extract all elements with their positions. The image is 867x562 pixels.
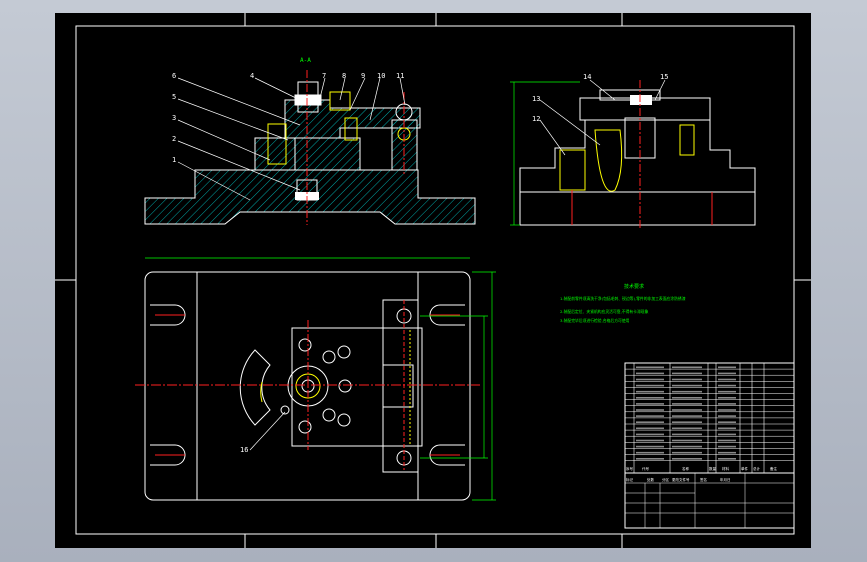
notes-line-2: 2.装配后定位、夹紧机构应灵活可靠,不得有卡滞现象 <box>560 309 649 314</box>
parts-header-remark: 备注 <box>770 466 778 471</box>
title-footer-sign: 签名 <box>700 477 707 482</box>
parts-list-cell-text <box>672 439 702 442</box>
parts-list-cell-text <box>718 439 736 442</box>
parts-list-cell-text <box>672 409 702 411</box>
front-label-3: 3 <box>172 114 176 122</box>
parts-list-cell-text <box>636 427 664 430</box>
front-label-8: 8 <box>342 72 346 80</box>
front-section-view: A-A <box>144 57 476 225</box>
parts-list-cell-text <box>672 415 702 417</box>
parts-list-cell-text <box>718 427 736 430</box>
parts-list-cell-text <box>718 384 736 387</box>
front-label-4: 4 <box>250 72 254 80</box>
title-footer-mark: 标记 <box>626 477 634 482</box>
parts-list-cell-text <box>672 458 702 460</box>
parts-list-cell-text <box>636 366 664 369</box>
parts-list-cell-text <box>672 445 702 448</box>
parts-list-cell-text <box>718 372 736 375</box>
parts-list-cell-text <box>718 366 736 369</box>
parts-list-cell-text <box>636 390 664 393</box>
front-label-7: 7 <box>322 72 326 80</box>
parts-header-total: 总计 <box>753 466 761 471</box>
front-label-5: 5 <box>172 93 176 101</box>
title-footer-count: 处数 <box>647 477 655 482</box>
parts-list-cell-text <box>718 409 736 411</box>
parts-list-cell-text <box>672 403 702 405</box>
parts-list-cell-text <box>672 366 702 369</box>
parts-list-cell-text <box>636 433 664 436</box>
title-footer-zone: 分区 <box>662 477 670 482</box>
front-label-9: 9 <box>361 72 365 80</box>
parts-list-cell-text <box>672 378 702 381</box>
front-label-10: 10 <box>377 72 385 80</box>
locating-pin-part <box>267 123 287 165</box>
parts-list-cell-text <box>636 451 664 454</box>
title-block <box>624 472 795 529</box>
top-clamp-block <box>291 327 423 447</box>
parts-header-name: 名称 <box>682 466 690 471</box>
side-body-outline <box>519 119 756 226</box>
side-label-14: 14 <box>583 73 591 81</box>
top-base-outline <box>144 271 471 501</box>
front-view-title: A-A <box>300 57 311 64</box>
side-label-15: 15 <box>660 73 668 81</box>
front-label-11: 11 <box>396 72 404 80</box>
parts-list-cell-text <box>636 409 664 411</box>
parts-list-cell-text <box>672 384 702 387</box>
parts-list-cell-text <box>636 458 664 460</box>
parts-list-cell-text <box>718 451 736 454</box>
notes-line-3: 3.装配完毕后须进行检验,合格后方可使用 <box>560 318 630 323</box>
parts-list-cell-text <box>672 421 702 423</box>
parts-list-cell-text <box>718 397 736 399</box>
parts-list-cell-text <box>672 390 702 393</box>
front-label-6: 6 <box>172 72 176 80</box>
side-view: 14 15 13 12 <box>510 73 756 230</box>
parts-list-cell-text <box>718 421 736 423</box>
parts-list-cell-text <box>636 403 664 405</box>
parts-header-unit: 单件 <box>741 466 749 471</box>
frame-ticks <box>55 13 811 548</box>
parts-list-cell-text <box>718 445 736 448</box>
parts-list-cell-text <box>636 384 664 387</box>
top-view: 16 <box>135 257 496 501</box>
front-label-2: 2 <box>172 135 176 143</box>
parts-header-material: 材料 <box>722 466 730 471</box>
side-label-12: 12 <box>532 115 540 123</box>
parts-list-cell-text <box>636 439 664 442</box>
parts-list-cell-text <box>718 433 736 436</box>
top-label-16: 16 <box>240 446 248 454</box>
parts-header-qty: 数量 <box>709 466 717 471</box>
parts-list-cell-text <box>718 390 736 393</box>
parts-list-cell-text <box>718 403 736 405</box>
parts-list-cell-text <box>718 415 736 417</box>
parts-list-table: 序号 代号 名称 数量 材料 单件 总计 备注 标记 处数 分区 更改文件号 签… <box>624 362 795 529</box>
parts-list-cell-text <box>672 451 702 454</box>
title-footer-date: 年月日 <box>720 477 731 482</box>
drawing-sheet <box>55 13 811 548</box>
parts-list-cell-text <box>636 421 664 423</box>
notes-title: 技术要求 <box>624 283 644 290</box>
parts-list-cell-text <box>636 378 664 381</box>
technical-notes: 技术要求 1.装配前零件须清洗干净(包括毛刺、锐边等),零件的非加工表面应涂防锈… <box>560 283 686 323</box>
parts-header-code: 代号 <box>642 466 650 471</box>
parts-list-cell-text <box>718 378 736 381</box>
parts-list-cell-text <box>672 433 702 436</box>
notes-line-1: 1.装配前零件须清洗干净(包括毛刺、锐边等),零件的非加工表面应涂防锈漆 <box>560 296 686 301</box>
front-label-1: 1 <box>172 156 176 164</box>
side-label-13: 13 <box>532 95 540 103</box>
parts-list-cell-text <box>672 372 702 375</box>
parts-list-cell-text <box>718 458 736 460</box>
parts-list-cell-text <box>672 397 702 399</box>
parts-header-no: 序号 <box>626 466 634 471</box>
parts-list-cell-text <box>636 372 664 375</box>
title-footer-change: 更改文件号 <box>672 477 690 482</box>
parts-list-cell-text <box>636 445 664 448</box>
parts-list-cell-text <box>672 427 702 430</box>
parts-list-cell-text <box>636 415 664 417</box>
parts-list-cell-text <box>636 397 664 399</box>
